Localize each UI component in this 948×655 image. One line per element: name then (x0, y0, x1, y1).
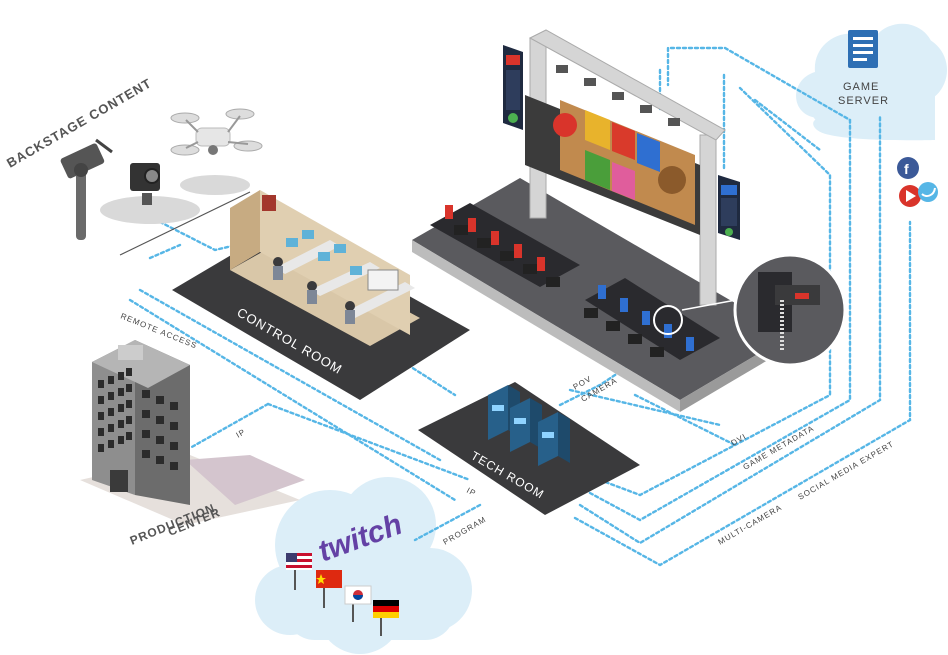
left-side-screen (503, 45, 523, 130)
server-rack-icon (488, 385, 570, 466)
game-server-label-2: SERVER (838, 95, 889, 107)
building-icon (92, 340, 190, 505)
drone-icon (170, 108, 263, 156)
gimbal-icon (60, 138, 113, 240)
usa-flag (286, 553, 312, 590)
game-server: GAME SERVER (838, 30, 889, 107)
red-team-desks (430, 203, 580, 287)
document-icon (848, 30, 878, 68)
dvi-label: DVI (730, 432, 749, 448)
program-label: PROGRAM (442, 515, 488, 547)
tech-room: TECH ROOM (418, 382, 640, 515)
twitter-icon (918, 182, 938, 202)
south-korea-flag (344, 585, 372, 622)
youtube-icon (899, 185, 921, 207)
main-screen (525, 95, 700, 235)
esports-stage (412, 29, 847, 412)
backstage-content-area: BACKSTAGE CONTENT (4, 75, 263, 256)
multi-camera-label: MULTI-CAMERA (717, 503, 784, 547)
control-room: CONTROL ROOM (172, 190, 470, 400)
game-server-cloud (796, 23, 947, 141)
right-side-screen (718, 175, 740, 240)
ip-upper-label: IP (235, 427, 248, 440)
game-server-label-1: GAME (843, 81, 879, 93)
ip-lower-label: IP (465, 486, 478, 498)
facebook-icon: f (897, 157, 919, 179)
svg-text:f: f (904, 161, 909, 177)
social-icons: f (897, 157, 938, 207)
game-metadata-label: GAME METADATA (742, 424, 816, 472)
blue-team-desks (584, 278, 720, 360)
stage-lights (556, 65, 680, 126)
china-flag (316, 570, 342, 608)
truss-frame (528, 29, 726, 306)
action-camera-icon (130, 163, 160, 205)
social-media-expert-label: SOCIAL MEDIA EXPERT (797, 439, 896, 501)
pov-camera-zoom (681, 253, 847, 367)
zoom-indicator (653, 305, 683, 335)
germany-flag (373, 600, 399, 636)
twitch-cloud (255, 477, 472, 654)
